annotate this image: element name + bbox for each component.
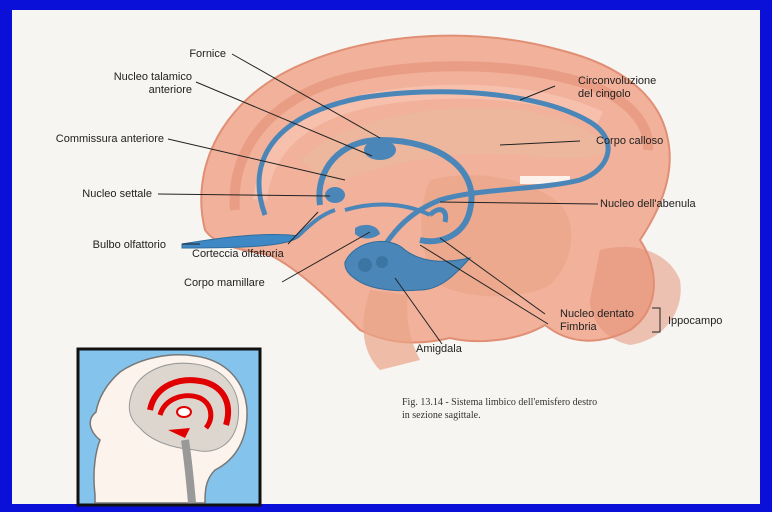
caption-line-1: Fig. 13.14 - Sistema limbico dell'emisfe… [402, 397, 597, 408]
label-nucleo-settale: Nucleo settale [82, 188, 152, 200]
caption-line-2: in sezione sagittale. [402, 410, 481, 421]
inset-head-figure [78, 349, 260, 505]
label-amigdala: Amigdala [416, 343, 463, 355]
label-abenula: Nucleo dell'abenula [600, 198, 697, 210]
septal-nucleus [325, 187, 345, 203]
thalamic-nucleus [364, 140, 396, 160]
label-nucleo-talamico-2: anteriore [149, 84, 192, 96]
label-commissura: Commissura anteriore [56, 133, 164, 145]
label-dentato: Nucleo dentato [560, 308, 634, 320]
label-fimbria: Fimbria [560, 321, 598, 333]
label-fornice: Fornice [189, 48, 226, 60]
label-corpo-calloso: Corpo calloso [596, 135, 663, 147]
figure-caption: Fig. 13.14 - Sistema limbico dell'emisfe… [402, 397, 597, 421]
label-circonvoluzione-2: del cingolo [578, 88, 631, 100]
label-ippocampo: Ippocampo [668, 315, 722, 327]
label-corpo-mamillare: Corpo mamillare [184, 277, 265, 289]
label-circonvoluzione: Circonvoluzione [578, 75, 656, 87]
label-nucleo-talamico: Nucleo talamico [114, 71, 192, 83]
label-bulbo: Bulbo olfattorio [93, 239, 166, 251]
label-corteccia: Corteccia olfattoria [192, 248, 285, 260]
